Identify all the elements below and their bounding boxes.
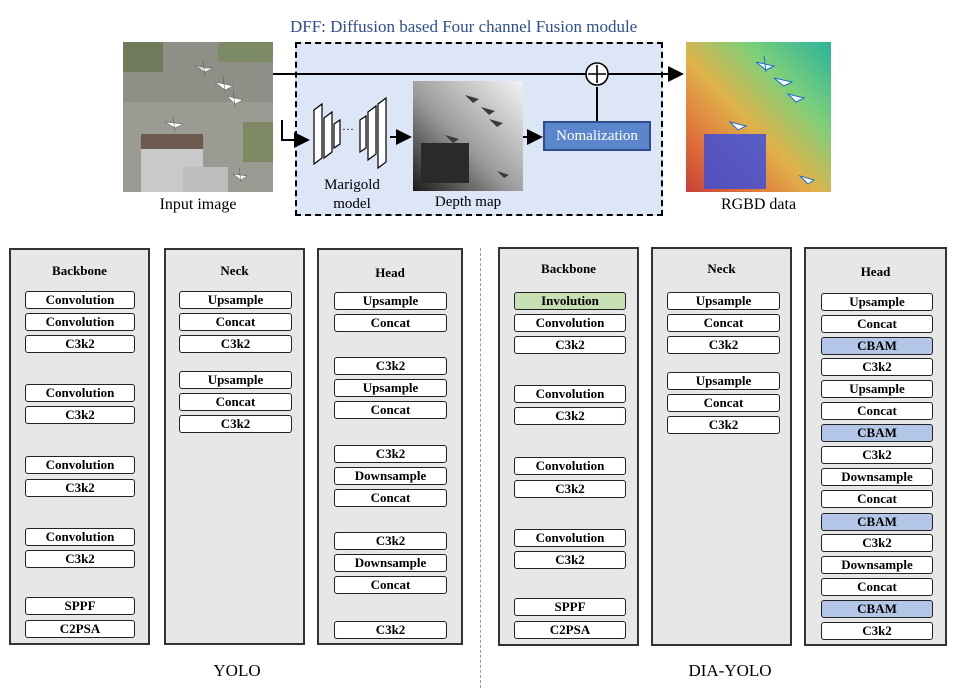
layer-block: Convolution	[25, 384, 135, 402]
layer-block: Upsample	[179, 371, 292, 389]
layer-block: SPPF	[25, 597, 135, 615]
layer-block: C3k2	[334, 621, 447, 639]
dia-yolo-neck-panel: Neck Upsample Concat C3k2 Upsample Conca…	[651, 247, 792, 646]
layer-block: Concat	[821, 578, 933, 596]
layer-block: Concat	[821, 490, 933, 508]
yolo-neck-panel: Neck Upsample Concat C3k2 Upsample Conca…	[164, 248, 305, 645]
panel-title: Head	[860, 264, 891, 279]
layer-block: C3k2	[334, 357, 447, 375]
layer-block: Upsample	[179, 291, 292, 309]
layer-block: SPPF	[514, 598, 626, 616]
layer-block: Concat	[179, 313, 292, 331]
layer-block: Upsample	[667, 292, 780, 310]
layer-block: C3k2	[179, 335, 292, 353]
layer-block: Concat	[821, 402, 933, 420]
layer-block: C3k2	[514, 336, 626, 354]
layer-block: Downsample	[334, 467, 447, 485]
layer-block: C2PSA	[25, 620, 135, 638]
layer-block: Concat	[667, 394, 780, 412]
layer-block: C3k2	[179, 415, 292, 433]
depth-map-caption: Depth map	[434, 194, 502, 210]
cbam-block: CBAM	[821, 337, 933, 355]
layer-block: Concat	[334, 314, 447, 332]
layer-block: Convolution	[514, 529, 626, 547]
cbam-block: CBAM	[821, 600, 933, 618]
panel-title: Backbone	[52, 263, 107, 278]
dff-title: DFF: Diffusion based Four channel Fusion…	[290, 17, 638, 36]
marigold-dots: ···	[342, 122, 354, 136]
layer-block: Concat	[667, 314, 780, 332]
panel-title: Neck	[707, 261, 736, 276]
layer-block: Concat	[821, 315, 933, 333]
marigold-caption-line2: model	[333, 196, 371, 212]
layer-block: C3k2	[25, 406, 135, 424]
layer-block: Convolution	[25, 291, 135, 309]
dff-connectors	[273, 66, 684, 148]
yolo-backbone-panel: Backbone Convolution Convolution C3k2 Co…	[9, 248, 150, 645]
marigold-network-icon	[308, 96, 390, 176]
layer-block: Convolution	[25, 456, 135, 474]
layer-block: C3k2	[25, 335, 135, 353]
layer-block: Upsample	[334, 292, 447, 310]
involution-block: Involution	[514, 292, 626, 310]
layer-block: Concat	[334, 489, 447, 507]
panel-title: Neck	[220, 263, 249, 278]
layer-block: Upsample	[667, 372, 780, 390]
layer-block: Convolution	[25, 528, 135, 546]
layer-block: C3k2	[821, 446, 933, 464]
cbam-block: CBAM	[821, 513, 933, 531]
dia-yolo-head-panel: Head Upsample Concat CBAM C3k2 Upsample …	[804, 247, 947, 646]
input-image	[123, 42, 273, 192]
yolo-head-panel: Head Upsample Concat C3k2 Upsample Conca…	[317, 248, 463, 645]
layer-block: C3k2	[821, 358, 933, 376]
layer-block: C3k2	[514, 551, 626, 569]
layer-block: C3k2	[514, 480, 626, 498]
layer-block: C3k2	[821, 534, 933, 552]
rgbd-output-image	[686, 42, 831, 192]
layer-block: Upsample	[821, 380, 933, 398]
layer-block: Downsample	[821, 468, 933, 486]
layer-block: Convolution	[514, 385, 626, 403]
cbam-block: CBAM	[821, 424, 933, 442]
marigold-caption-line1: Marigold	[324, 177, 380, 193]
layer-block: C3k2	[821, 622, 933, 640]
layer-block: Downsample	[821, 556, 933, 574]
yolo-label: YOLO	[213, 661, 261, 680]
rgbd-caption: RGBD data	[720, 196, 797, 213]
layer-block: C3k2	[667, 336, 780, 354]
dia-yolo-backbone-panel: Backbone Involution Convolution C3k2 Con…	[498, 247, 639, 646]
layer-block: C3k2	[25, 550, 135, 568]
layer-block: Downsample	[334, 554, 447, 572]
layer-block: Upsample	[821, 293, 933, 311]
layer-block: C3k2	[334, 532, 447, 550]
layer-block: C3k2	[667, 416, 780, 434]
layer-block: C3k2	[25, 479, 135, 497]
panel-title: Head	[375, 265, 405, 280]
layer-block: Convolution	[514, 314, 626, 332]
depth-map-image	[413, 81, 523, 191]
layer-block: C3k2	[514, 407, 626, 425]
layer-block: Upsample	[334, 379, 447, 397]
layer-block: Concat	[179, 393, 292, 411]
layer-block: C2PSA	[514, 621, 626, 639]
layer-block: Concat	[334, 401, 447, 419]
input-image-caption: Input image	[159, 196, 237, 213]
layer-block: Convolution	[25, 313, 135, 331]
layer-block: Convolution	[514, 457, 626, 475]
fusion-add-icon	[585, 62, 609, 86]
dia-yolo-label: DIA-YOLO	[688, 661, 772, 680]
panel-title: Backbone	[541, 261, 596, 276]
layer-block: C3k2	[334, 445, 447, 463]
layer-block: Concat	[334, 576, 447, 594]
section-divider	[480, 248, 481, 688]
normalization-block: Nomalization	[543, 121, 651, 151]
